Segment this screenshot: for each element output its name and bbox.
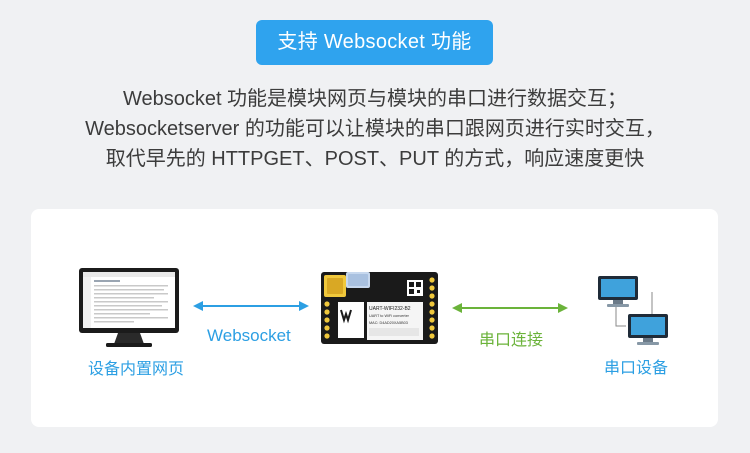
- connection-diagram-panel: UART-WIFI232-B2 UART to WiFi converter M…: [31, 209, 718, 427]
- svg-text:UART to WiFi converter: UART to WiFi converter: [369, 314, 410, 318]
- description-line-3: 取代早先的 HTTPGET、POST、PUT 的方式，响应速度更快: [105, 148, 645, 170]
- description-line-1: Websocket 功能是模块网页与模块的串口进行数据交互；: [122, 88, 628, 110]
- description-line-2: Websocketserver 的功能可以让模块的串口跟网页进行实时交互，: [85, 118, 665, 140]
- feature-badge: 支持 Websocket 功能: [256, 20, 493, 65]
- device-webpage-label: 设备内置网页: [88, 361, 185, 378]
- serial-connection-arrow: [452, 303, 568, 313]
- websocket-arrow: [193, 301, 309, 311]
- websocket-label: Websocket: [207, 326, 291, 345]
- svg-text:MAC: D4AD20XA5B03: MAC: D4AD20XA5B03: [369, 321, 408, 325]
- serial-computers-icon: [598, 276, 668, 345]
- serial-device-label: 串口设备: [604, 360, 669, 377]
- monitor-webpage-icon: [79, 268, 179, 347]
- feature-description: Websocket 功能是模块网页与模块的串口进行数据交互； Websocket…: [30, 84, 720, 174]
- serial-connection-label: 串口连接: [479, 332, 544, 349]
- svg-text:UART-WIFI232-B2: UART-WIFI232-B2: [369, 306, 411, 312]
- wifi-module-icon: UART-WIFI232-B2 UART to WiFi converter M…: [321, 272, 438, 344]
